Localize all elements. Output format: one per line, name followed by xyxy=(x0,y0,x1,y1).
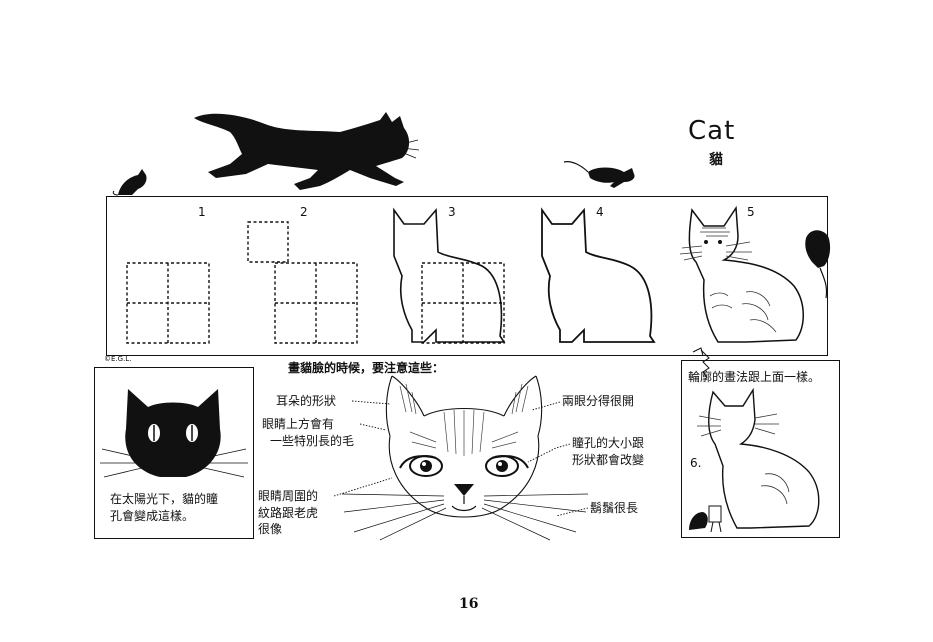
mouse-painter-icon xyxy=(689,506,721,532)
page-number: 16 xyxy=(459,596,478,612)
step6-cat-illustration xyxy=(681,360,838,536)
